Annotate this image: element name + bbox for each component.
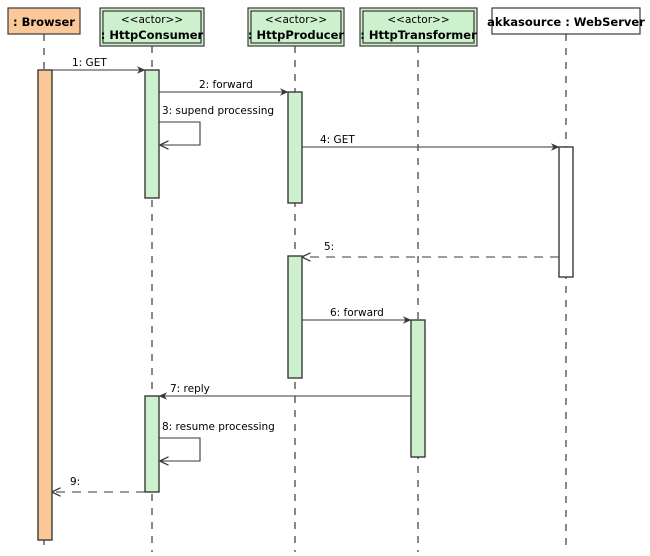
participant-box-consumer (99, 7, 205, 47)
participant-box-inner-transformer (362, 10, 475, 44)
message-label-9: 9: (70, 476, 80, 488)
activation-bar-transformer-5 (410, 319, 426, 458)
message-9[interactable]: 9: (51, 476, 145, 497)
message-5[interactable]: 5: (301, 241, 559, 262)
participant-name-browser: : Browser (13, 15, 75, 29)
participant-box-inner-consumer (102, 10, 202, 44)
message-1[interactable]: 1: GET (52, 57, 146, 74)
participant-header-transformer[interactable]: <<actor>> : HttpTransformer (359, 7, 478, 47)
activation-bar-consumer-1 (144, 69, 160, 199)
message-2[interactable]: 2: forward (159, 79, 289, 96)
participant-header-browser[interactable]: : Browser (7, 7, 81, 35)
message-label-5: 5: (324, 241, 334, 253)
participant-name-webserver: akkasource : WebServer (487, 15, 645, 29)
message-label-7: 7: reply (170, 383, 210, 395)
participant-box-producer (247, 7, 345, 47)
participant-name-transformer: : HttpTransformer (360, 28, 477, 42)
message-8[interactable]: 8: resume processing (159, 421, 275, 466)
participant-box-browser (7, 7, 81, 35)
participant-stereotype-transformer: <<actor>> (387, 14, 449, 26)
message-arrow-8 (159, 437, 201, 466)
activation-bar-producer-4 (287, 255, 303, 379)
participant-stereotype-consumer: <<actor>> (121, 14, 183, 26)
message-label-2: 2: forward (199, 79, 253, 91)
messages-layer: 1: GET 2: forward 3: supend processing 4: G… (51, 57, 560, 497)
participant-header-webserver[interactable]: akkasource : WebServer (487, 7, 645, 35)
message-label-3: 3: supend processing (162, 105, 274, 117)
participant-box-transformer (359, 7, 478, 47)
participant-stereotype-producer: <<actor>> (265, 14, 327, 26)
participant-box-webserver (491, 7, 641, 35)
activation-bar-browser-0 (37, 69, 53, 541)
message-7[interactable]: 7: reply (158, 383, 411, 400)
activation-bar-consumer-6 (144, 395, 160, 493)
message-4[interactable]: 4: GET (302, 134, 560, 151)
participant-name-producer: : HttpProducer (248, 28, 344, 42)
activation-bar-producer-2 (287, 91, 303, 204)
participant-headers-layer: : Browser<<actor>>: HttpConsumer<<actor>… (7, 7, 645, 47)
participant-header-consumer[interactable]: <<actor>> : HttpConsumer (99, 7, 205, 47)
participant-box-inner-producer (250, 10, 342, 44)
message-label-8: 8: resume processing (162, 421, 275, 433)
message-label-4: 4: GET (320, 134, 355, 146)
message-arrow-3 (159, 121, 201, 150)
message-label-1: 1: GET (72, 57, 107, 69)
message-label-6: 6: forward (330, 307, 384, 319)
participant-name-consumer: : HttpConsumer (101, 28, 204, 42)
participant-header-producer[interactable]: <<actor>> : HttpProducer (247, 7, 345, 47)
message-6[interactable]: 6: forward (302, 307, 412, 324)
message-3[interactable]: 3: supend processing (159, 105, 274, 150)
activation-bar-webserver-3 (558, 146, 574, 278)
